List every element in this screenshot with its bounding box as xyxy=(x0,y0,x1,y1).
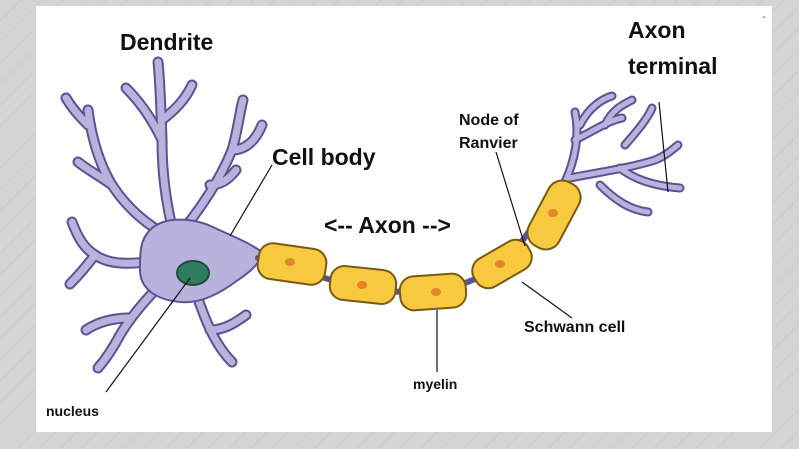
nucleus xyxy=(176,260,210,286)
label-axon: <-- Axon --> xyxy=(324,212,451,238)
neuron xyxy=(60,56,685,374)
leader-line-nucleus xyxy=(105,277,191,393)
label-dendrite: Dendrite xyxy=(120,29,213,55)
label-cell-body: Cell body xyxy=(272,144,376,170)
labels: Dendrite Cell body <-- Axon --> Axon ter… xyxy=(46,17,717,419)
cell-body xyxy=(139,218,263,304)
label-node-of-ranvier-line1: Node of xyxy=(459,112,519,129)
dendrites xyxy=(60,56,268,374)
label-myelin: myelin xyxy=(413,376,457,392)
schwann-cell-1 xyxy=(256,242,328,286)
leader-line-schwann-cell xyxy=(521,281,573,319)
myelin-sheath xyxy=(256,179,582,312)
corner-mark: - xyxy=(762,12,765,23)
schwann-cell-2 xyxy=(328,265,398,305)
leader-line-node-of-ranvier xyxy=(495,151,526,247)
leader-line-axon-terminal xyxy=(658,101,669,193)
schwann-cell-4 xyxy=(471,238,533,290)
label-axon-terminal-line2: terminal xyxy=(628,53,717,79)
schwann-cell-3 xyxy=(398,272,468,312)
label-node-of-ranvier-line2: Ranvier xyxy=(459,135,518,152)
leader-lines xyxy=(105,101,669,393)
schwann-cell-5 xyxy=(526,179,582,251)
leader-line-cell-body xyxy=(229,164,273,237)
label-schwann-cell: Schwann cell xyxy=(524,319,625,336)
label-nucleus: nucleus xyxy=(46,403,99,419)
axon-terminal-branches xyxy=(560,91,685,217)
label-axon-terminal-line1: Axon xyxy=(628,17,686,43)
